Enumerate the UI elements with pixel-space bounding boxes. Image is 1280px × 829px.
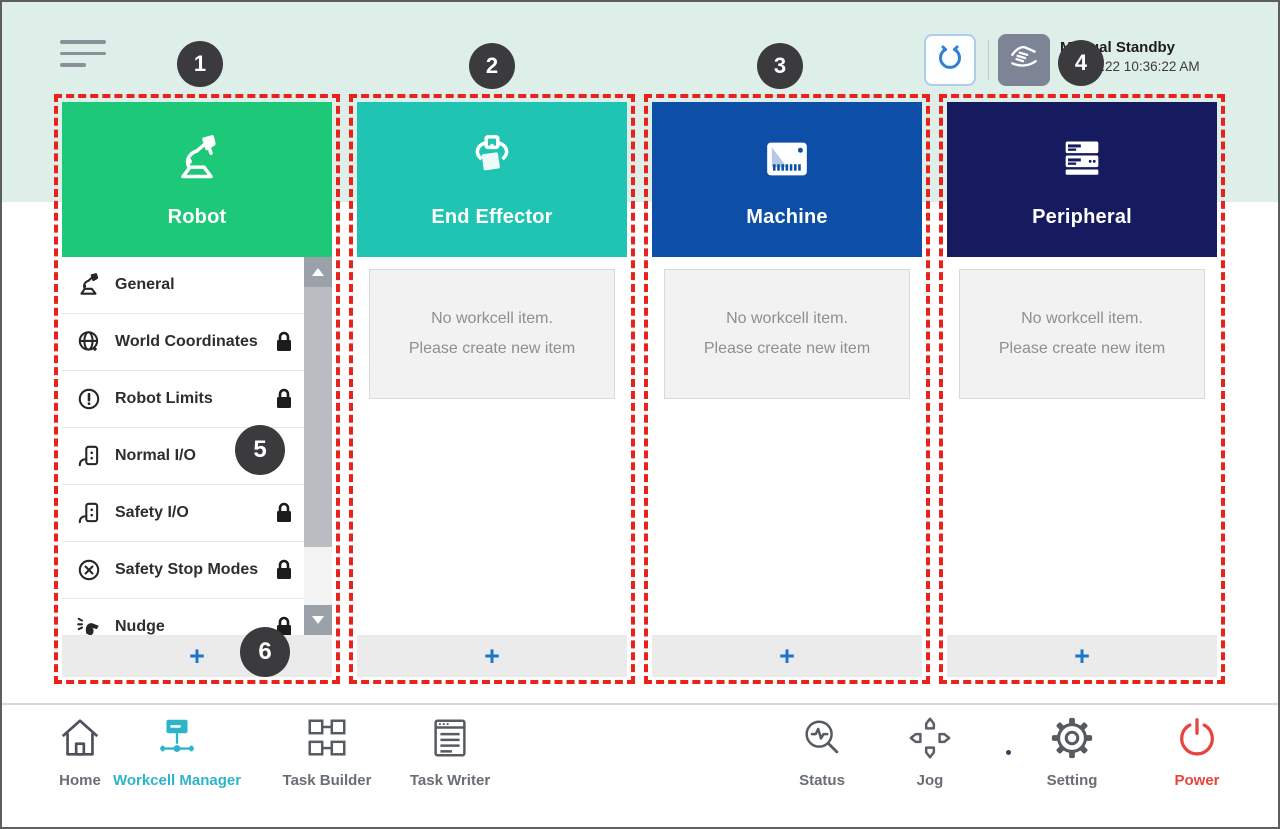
padlock-icon [273, 387, 295, 411]
nav-item-workcell-manager[interactable]: Workcell Manager [102, 715, 252, 789]
dot-indicator [1006, 750, 1011, 755]
machine-column: Machine No workcell item. Please create … [652, 102, 922, 677]
list-item-world-coordinates[interactable]: World Coordinates [62, 314, 304, 371]
power-icon [1174, 715, 1220, 766]
house-icon [57, 715, 103, 766]
empty-state-box: No workcell item. Please create new item [369, 269, 615, 399]
cnc-machine-icon [759, 131, 815, 192]
list-item-label: Robot Limits [115, 390, 213, 407]
list-item-robot-limits[interactable]: Robot Limits [62, 371, 304, 428]
nav-label: Home [59, 772, 101, 789]
machine-column-header[interactable]: Machine [652, 102, 922, 257]
list-item-label: Nudge [115, 618, 165, 635]
empty-state-line1: No workcell item. [1021, 309, 1143, 327]
list-item-label: World Coordinates [115, 333, 258, 350]
robot-list-scrollbar[interactable] [304, 257, 332, 635]
document-icon [427, 715, 473, 766]
scrollbar-thumb[interactable] [304, 287, 332, 547]
list-item-general[interactable]: General [62, 257, 304, 314]
nav-label: Task Builder [282, 772, 372, 789]
nav-item-jog[interactable]: Jog [855, 715, 1005, 789]
list-item-label: Safety Stop Modes [115, 561, 259, 578]
list-item-label: Normal I/O [115, 447, 196, 464]
callout-badge-5: 5 [235, 425, 285, 475]
end-effector-column-title: End Effector [431, 205, 553, 228]
robot-arm-icon [169, 131, 225, 192]
list-item-label: Safety I/O [115, 504, 189, 521]
empty-state-line1: No workcell item. [431, 309, 553, 327]
topbar-divider [988, 40, 989, 80]
plus-icon: + [1074, 640, 1090, 671]
callout-badge-2: 2 [469, 43, 515, 89]
padlock-icon [273, 330, 295, 354]
dpad-icon [907, 715, 953, 766]
end-effector-add-item-button[interactable]: + [357, 635, 627, 677]
callout-badge-1: 1 [177, 41, 223, 87]
empty-state-box: No workcell item. Please create new item [664, 269, 910, 399]
gear-icon [1049, 715, 1095, 766]
hand-icon [1007, 41, 1041, 80]
list-item-safety-stop-modes[interactable]: Safety Stop Modes [62, 542, 304, 599]
nav-item-home[interactable]: Home [5, 715, 155, 789]
peripheral-column: Peripheral No workcell item. Please crea… [947, 102, 1217, 677]
empty-state-line1: No workcell item. [726, 309, 848, 327]
gripper-claw-icon [934, 42, 966, 79]
nav-label: Task Writer [409, 772, 491, 789]
pulse-magnifier-icon [799, 715, 845, 766]
plus-icon: + [779, 640, 795, 671]
globe-axes-icon [75, 329, 102, 356]
empty-state-line2: Please create new item [703, 340, 871, 357]
peripheral-add-item-button[interactable]: + [947, 635, 1217, 677]
circle-x-icon [75, 557, 102, 584]
end-effector-column: End Effector No workcell item. Please cr… [357, 102, 627, 677]
scroll-down-arrow-icon[interactable] [304, 605, 332, 635]
nav-item-power[interactable]: Power [1122, 715, 1272, 789]
empty-state-box: No workcell item. Please create new item [959, 269, 1205, 399]
nav-label: Setting [1046, 772, 1098, 789]
blocks-icon [304, 715, 350, 766]
bottom-nav: Home Workcell Manager [2, 705, 1278, 827]
empty-state-line2: Please create new item [998, 340, 1166, 357]
machine-add-item-button[interactable]: + [652, 635, 922, 677]
callout-badge-6: 6 [240, 627, 290, 677]
peripheral-column-title: Peripheral [1032, 205, 1132, 228]
nav-item-task-writer[interactable]: Task Writer [375, 715, 525, 789]
nav-item-status[interactable]: Status [747, 715, 897, 789]
machine-column-title: Machine [746, 205, 828, 228]
server-stack-icon [1054, 131, 1110, 192]
network-node-icon [154, 715, 200, 766]
plus-icon: + [484, 640, 500, 671]
robot-column-title: Robot [167, 205, 227, 228]
list-item-label: General [115, 276, 175, 293]
io-port-icon [75, 500, 102, 527]
padlock-icon [273, 501, 295, 525]
nav-label: Jog [916, 772, 944, 789]
menu-hamburger-icon[interactable] [60, 40, 106, 70]
peripheral-column-header[interactable]: Peripheral [947, 102, 1217, 257]
robot-add-item-button[interactable]: + [62, 635, 332, 677]
callout-badge-3: 3 [757, 43, 803, 89]
io-port-icon [75, 443, 102, 470]
hand-tap-icon [75, 614, 102, 635]
robot-mode-button[interactable] [924, 34, 976, 86]
nav-label: Power [1174, 772, 1220, 789]
list-item-safety-io[interactable]: Safety I/O [62, 485, 304, 542]
scroll-up-arrow-icon[interactable] [304, 257, 332, 287]
nav-label: Status [799, 772, 845, 789]
gripper-tool-icon [464, 131, 520, 192]
empty-state-line2: Please create new item [408, 340, 576, 357]
plus-icon: + [189, 640, 205, 671]
circle-exclamation-icon [75, 386, 102, 413]
end-effector-column-header[interactable]: End Effector [357, 102, 627, 257]
robot-arm-icon [75, 272, 102, 299]
manual-mode-button[interactable] [998, 34, 1050, 86]
callout-badge-4: 4 [1058, 40, 1104, 86]
robot-column: Robot General [62, 102, 332, 677]
robot-column-header[interactable]: Robot [62, 102, 332, 257]
padlock-icon [273, 558, 295, 582]
nav-label: Workcell Manager [112, 772, 242, 789]
nav-item-setting[interactable]: Setting [997, 715, 1147, 789]
nav-item-task-builder[interactable]: Task Builder [252, 715, 402, 789]
nav-separator [2, 703, 1278, 705]
